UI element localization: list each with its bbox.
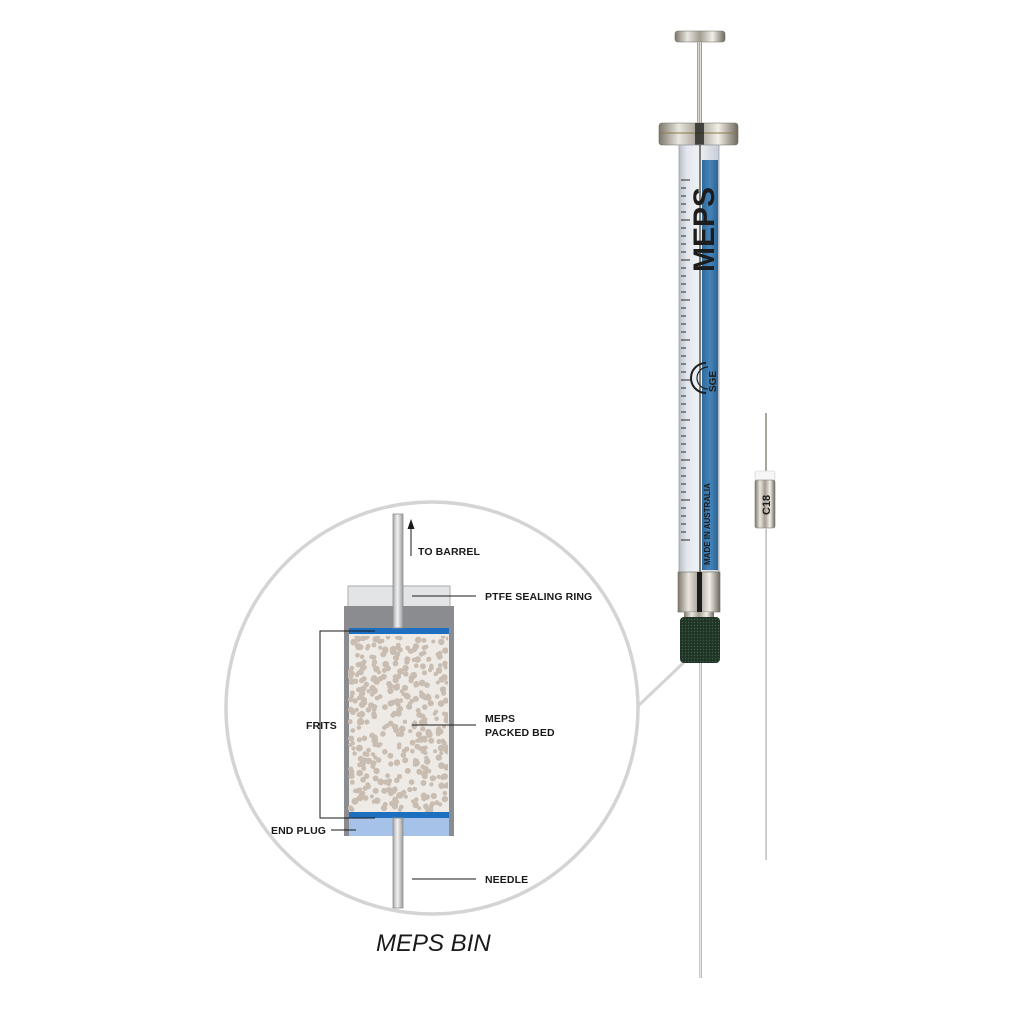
label-to-barrel: TO BARREL (418, 546, 480, 558)
sge-logo: SGE (690, 362, 719, 394)
barrel-brand-text: MEPS (688, 187, 721, 272)
meps-bin-cross-section (344, 513, 454, 909)
label-needle: NEEDLE (485, 874, 528, 886)
label-packed-bed: PACKED BED (485, 727, 555, 739)
plunger-rod (697, 42, 702, 124)
label-texts: TO BARREL PTFE SEALING RING FRITS MEPS P… (271, 546, 592, 957)
callouts (319, 519, 476, 880)
label-ptfe-sealing-ring: PTFE SEALING RING (485, 591, 592, 603)
diagram-caption: MEPS BIN (376, 930, 491, 957)
plunger-head (674, 30, 726, 43)
cartridge-needle (765, 528, 767, 860)
label-frits: FRITS (306, 720, 337, 732)
svg-text:SGE: SGE (708, 371, 719, 392)
needle-tube (392, 817, 404, 909)
label-meps: MEPS (485, 713, 515, 725)
graduation-marks (681, 179, 690, 541)
inset-magnifier (224, 500, 711, 916)
arrow-up-icon (407, 519, 415, 529)
barrel-tube (392, 513, 404, 629)
cartridge-seal (754, 470, 776, 482)
sorbent-particles (348, 636, 448, 813)
top-frit (349, 628, 449, 634)
syringe: MEPS SGE MADE IN AUSTRALIA (658, 30, 739, 978)
knurled-nut (680, 617, 720, 663)
syringe-needle (699, 663, 702, 978)
barrel-blue-stripe (702, 160, 718, 570)
label-end-plug: END PLUG (271, 825, 326, 837)
c18-cartridge: C18 (754, 413, 776, 860)
bottom-frit (349, 812, 449, 818)
origin-text: MADE IN AUSTRALIA (703, 483, 712, 565)
cartridge-label: C18 (761, 495, 773, 515)
